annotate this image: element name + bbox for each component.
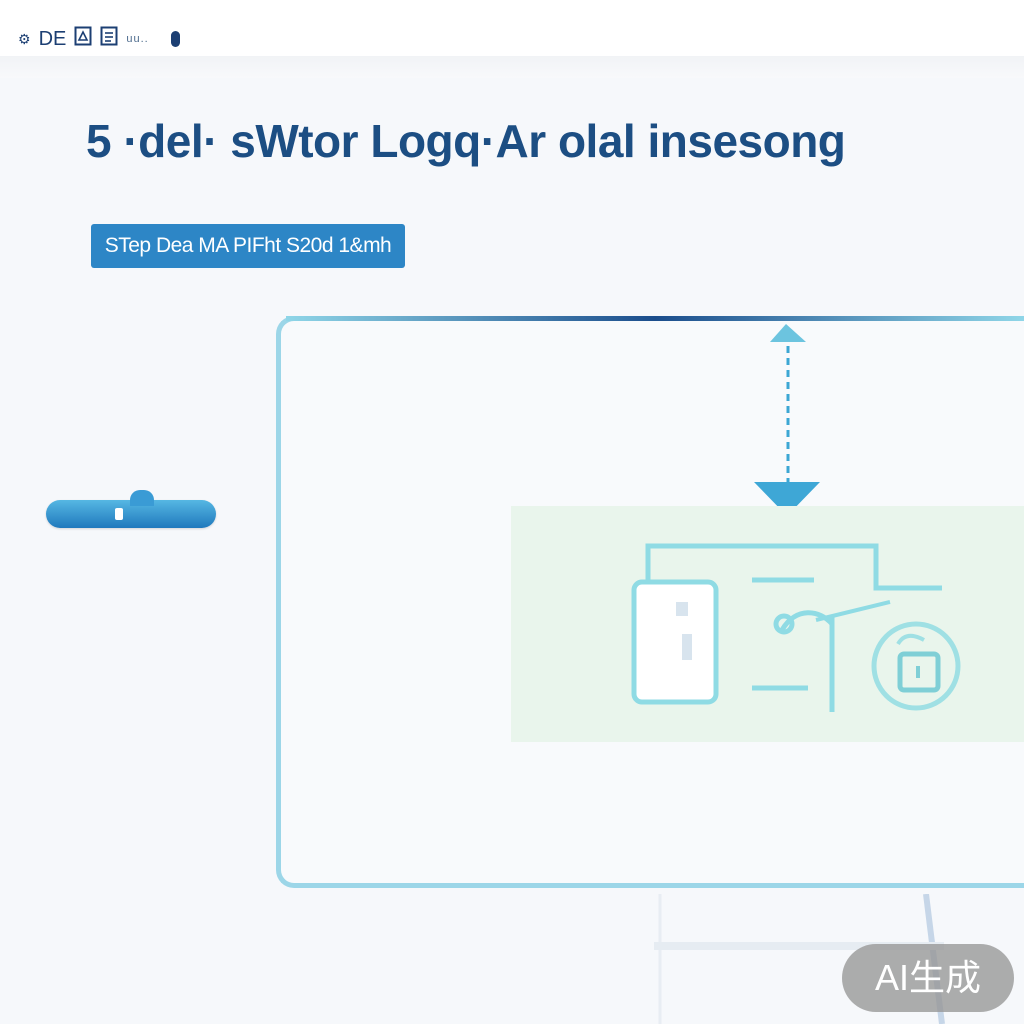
page-title: 5 ·del· sWtor Logq·Ar olal insesong	[86, 115, 846, 167]
gear-icon[interactable]: ⚙	[18, 30, 31, 47]
ai-generated-watermark: AI生成	[842, 944, 1014, 1012]
menu-dot-icon[interactable]	[170, 31, 180, 47]
resize-arrow-icon[interactable]	[752, 322, 824, 518]
step-badge: STep Dea MA PIFht S20d 1&mh	[91, 224, 405, 268]
language-label[interactable]: DE	[38, 27, 67, 50]
top-bar-icons: ⚙ DE uu..	[18, 26, 180, 52]
toolbar-small-text: uu..	[126, 33, 149, 45]
lock-icon	[871, 621, 961, 711]
top-bar-divider	[0, 56, 1024, 78]
document-icon[interactable]	[74, 26, 92, 52]
list-icon[interactable]	[100, 26, 118, 52]
monitor-top-edge	[286, 316, 1024, 321]
toggle-switch[interactable]	[46, 490, 216, 528]
circuit-illustration	[631, 543, 942, 712]
toggle-knob[interactable]	[130, 490, 154, 506]
toggle-indicator	[115, 508, 123, 520]
